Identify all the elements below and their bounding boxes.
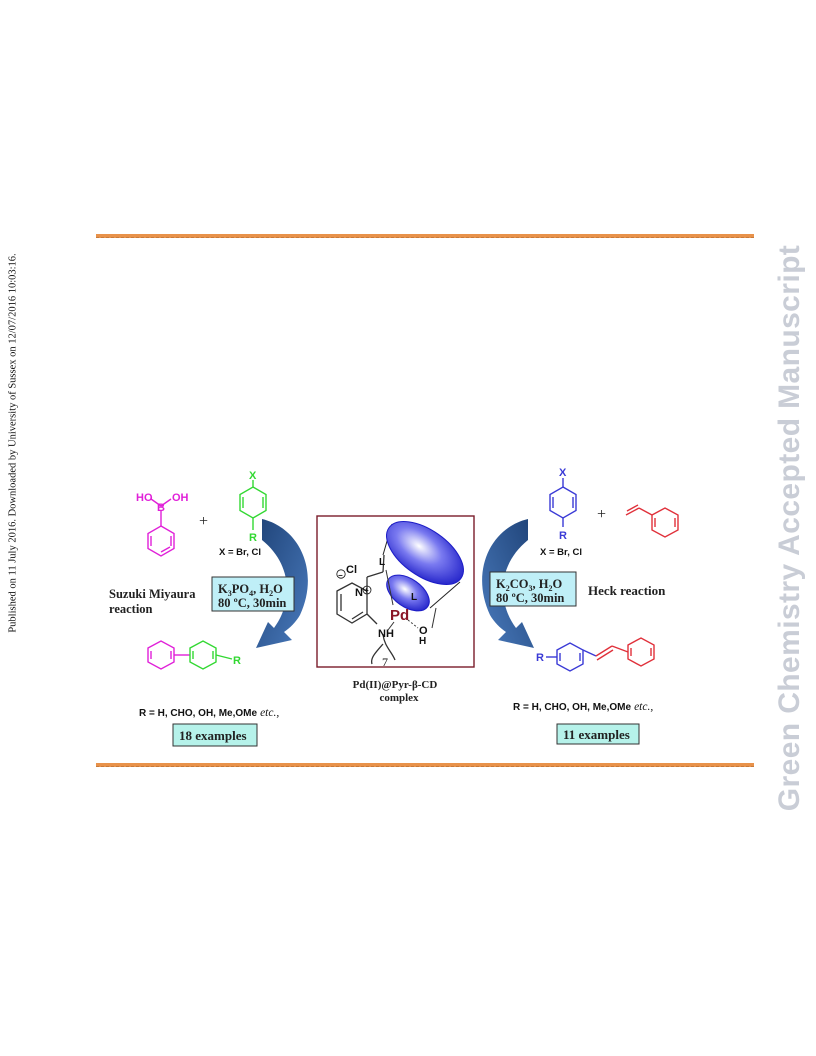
chloride-charge: −	[338, 571, 343, 580]
conditions-box-right	[489, 571, 577, 607]
bottom-rule	[96, 763, 754, 767]
catalyst-caption-line2: complex	[379, 692, 419, 704]
phenylboronic-acid	[147, 498, 175, 557]
halide-note-right: X = Br, Cl	[540, 547, 582, 558]
conditions-box-left	[211, 576, 295, 612]
stilbene-r-label: R	[536, 652, 544, 664]
conditions-left-line1: K3PO4, H2O	[218, 582, 283, 598]
boronic-b-label: B	[157, 502, 165, 514]
halide-x-label-left: X	[249, 470, 257, 482]
palladium-label: Pd	[390, 607, 409, 624]
plus-sign-left: +	[199, 513, 208, 530]
pyridinium-charge: +	[364, 586, 369, 595]
boronic-oh-label: OH	[172, 492, 189, 504]
top-rule	[96, 234, 754, 238]
halide-r-label-right: R	[559, 530, 567, 542]
examples-count-right: 11 examples	[563, 727, 630, 742]
biphenyl-r-label: R	[233, 655, 241, 667]
oxygen-label: O	[419, 625, 428, 637]
ligand-b-label: L	[411, 592, 417, 603]
ligand-a-label: L	[379, 557, 385, 568]
examples-count-left: 18 examples	[179, 728, 247, 743]
pyridinium-n-label: N	[355, 587, 363, 599]
aryl-halide-left	[239, 480, 267, 530]
halide-x-label-right: X	[559, 467, 567, 479]
curved-arrow-right	[482, 519, 534, 648]
nh-label: NH	[378, 628, 394, 640]
boronic-ho-label: HO	[136, 492, 153, 504]
chain-length-label: 7	[382, 655, 388, 669]
conditions-right-line2: 80 ºC, 30min	[496, 591, 564, 605]
cyclodextrin-cone	[382, 521, 464, 612]
styrene	[625, 504, 679, 538]
stilbene-product	[546, 637, 655, 672]
chloride-label: Cl	[346, 564, 357, 576]
catalyst-caption-line1: Pd(II)@Pyr-β-CD	[353, 679, 438, 691]
heck-label: Heck reaction	[588, 583, 666, 598]
biphenyl-product	[147, 640, 233, 670]
pyridinium-ring	[336, 554, 396, 665]
suzuki-label-line1: Suzuki Miyaura	[109, 587, 196, 601]
conditions-right-line1: K2CO3, H2O	[496, 577, 562, 593]
halide-note-left: X = Br, Cl	[219, 547, 261, 558]
conditions-left-line2: 80 ºC, 30min	[218, 596, 286, 610]
examples-box-left	[172, 723, 258, 747]
examples-box-right	[556, 723, 640, 745]
hydrogen-label: H	[419, 636, 426, 647]
plus-sign-right: +	[597, 506, 606, 523]
halide-r-label-left: R	[249, 532, 257, 544]
curved-arrow-left	[256, 519, 308, 648]
suzuki-label-line2: reaction	[109, 602, 153, 616]
aryl-halide-right	[549, 478, 577, 527]
palladium-bonds	[385, 569, 437, 631]
